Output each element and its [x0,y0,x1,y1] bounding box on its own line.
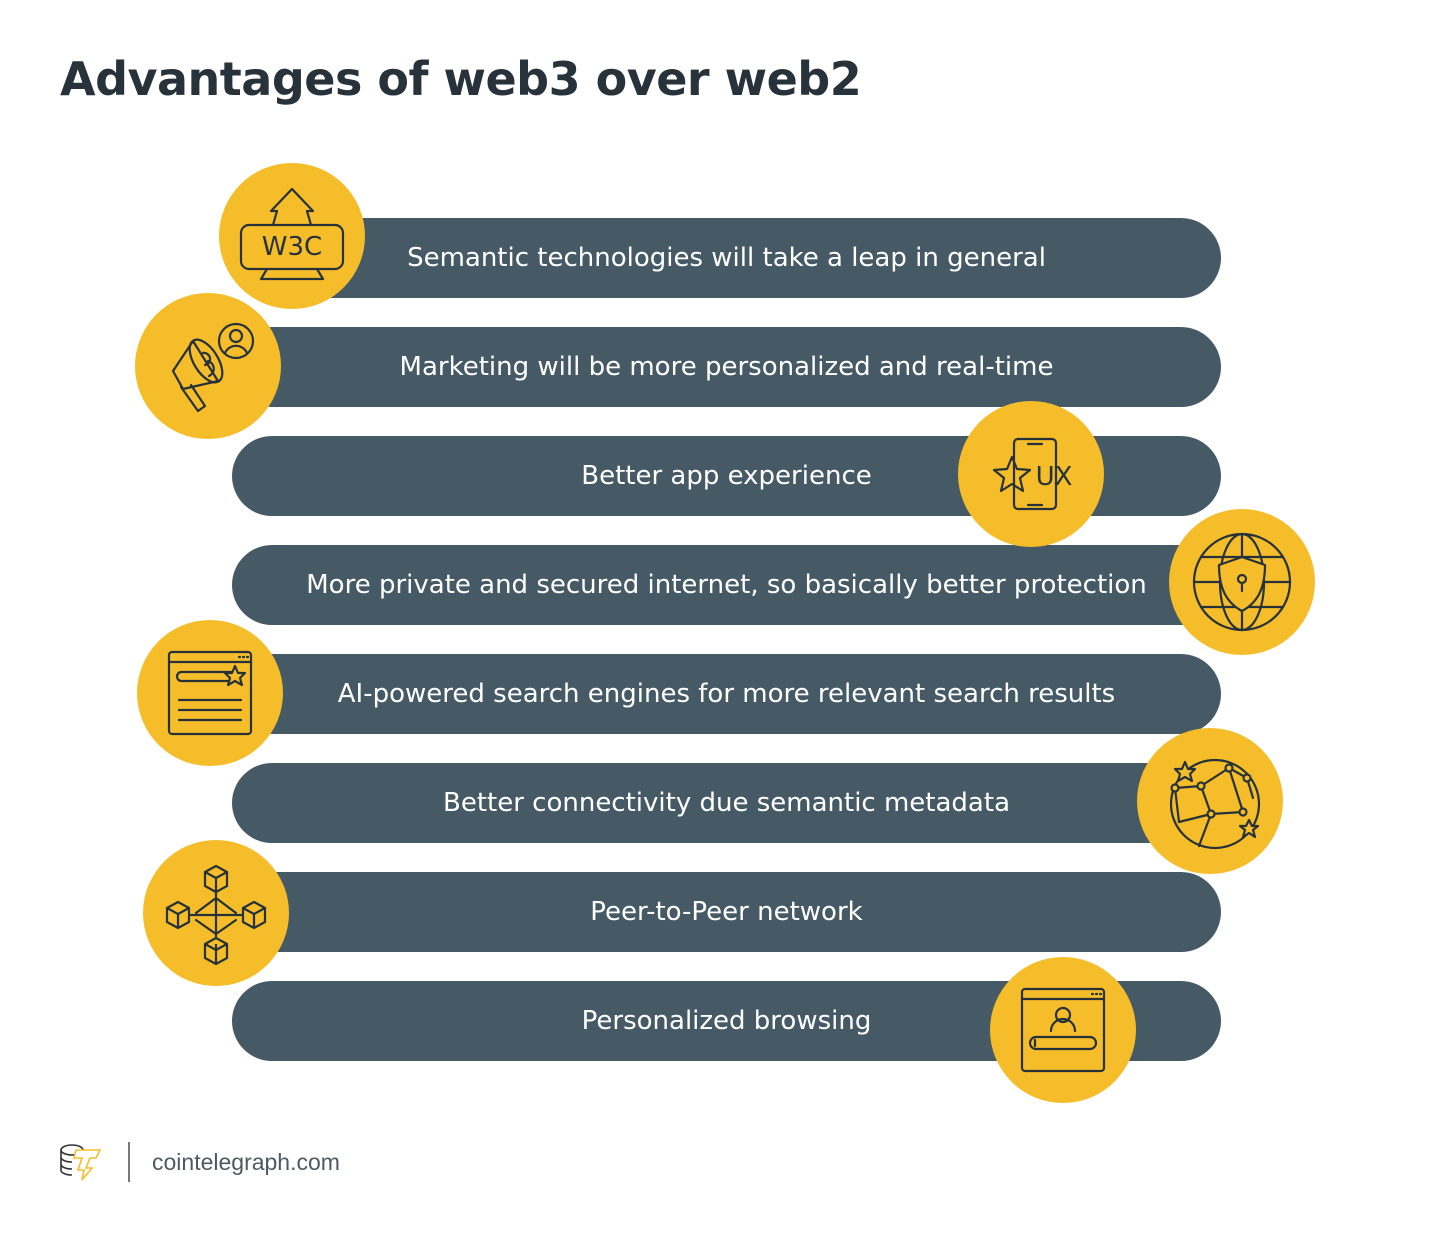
divider [128,1142,130,1182]
p2p-cubes-icon [143,840,289,986]
page-title: Advantages of web3 over web2 [60,52,862,106]
megaphone-user-icon [135,293,281,439]
advantage-bar-5: AI-powered search engines for more relev… [232,654,1221,734]
svg-text:UX: UX [1036,462,1073,492]
svg-text:W3C: W3C [262,232,322,262]
globe-shield-icon [1169,509,1315,655]
advantage-label: More private and secured internet, so ba… [306,570,1147,600]
footer: cointelegraph.com [58,1142,340,1182]
advantage-label: Marketing will be more personalized and … [399,352,1054,382]
footer-url: cointelegraph.com [152,1148,340,1175]
advantage-label: Personalized browsing [581,1006,872,1036]
advantage-label: Semantic technologies will take a leap i… [407,243,1046,273]
advantage-label: Peer-to-Peer network [590,897,863,927]
network-globe-icon [1137,728,1283,874]
advantage-bar-1: Semantic technologies will take a leap i… [232,218,1221,298]
browser-search-star-icon [137,620,283,766]
advantage-bar-6: Better connectivity due semantic metadat… [232,763,1221,843]
browser-user-icon [990,957,1136,1103]
cointelegraph-logo-icon [60,1144,102,1181]
advantage-bar-4: More private and secured internet, so ba… [232,545,1221,625]
advantage-label: AI-powered search engines for more relev… [337,679,1116,709]
advantage-label: Better app experience [581,461,872,491]
w3c-monitor-icon: W3C [219,163,365,309]
advantage-label: Better connectivity due semantic metadat… [442,788,1010,818]
advantage-bar-7: Peer-to-Peer network [232,872,1221,952]
phone-ux-star-icon: UX [958,401,1104,547]
advantage-bar-2: Marketing will be more personalized and … [232,327,1221,407]
